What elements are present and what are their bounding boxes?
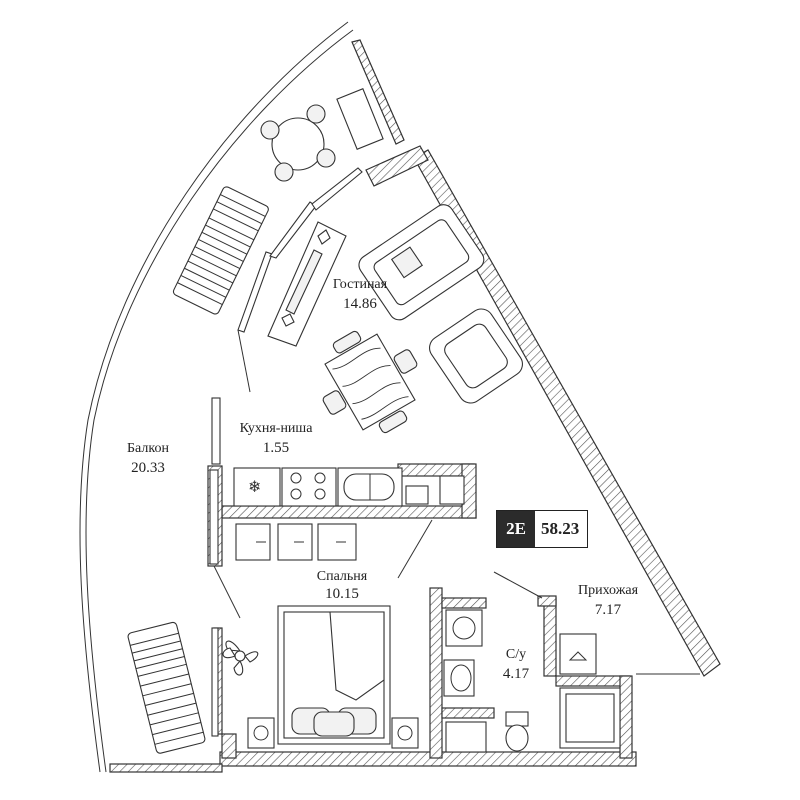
exterior-walls [109, 39, 721, 773]
svg-text:Гостиная: Гостиная [333, 277, 388, 292]
svg-text:Балкон: Балкон [127, 441, 169, 456]
apartment-badge: 2E 58.23 [496, 510, 589, 548]
washbasin [443, 659, 475, 697]
svg-text:20.33: 20.33 [131, 460, 165, 476]
svg-text:Прихожая: Прихожая [578, 583, 639, 598]
plant-icon [222, 640, 259, 676]
wardrobe [559, 633, 597, 675]
snowflake-icon: ❄ [248, 477, 261, 496]
shower-tray [445, 721, 487, 753]
room-label-balcony: Балкон 20.33 [127, 441, 169, 476]
nightstand-right [391, 717, 419, 749]
bed [277, 605, 391, 745]
room-label-hallway: Прихожая 7.17 [578, 583, 639, 618]
balcony-outline [79, 21, 354, 773]
kitchen-counter [233, 467, 465, 561]
dining-table [322, 330, 418, 434]
apartment-code: 2E [497, 511, 535, 547]
sun-lounger-top [172, 186, 269, 315]
shower-cabin [559, 687, 621, 749]
armchair [429, 308, 523, 404]
balcony-bench [336, 88, 384, 150]
total-area: 58.23 [541, 519, 580, 538]
svg-text:Кухня-ниша: Кухня-ниша [240, 421, 314, 436]
sun-lounger-bottom [127, 621, 206, 754]
tv-console [267, 221, 347, 347]
room-label-bathroom: С/у 4.17 [503, 647, 530, 682]
nightstand-left [247, 717, 275, 749]
toilet [505, 711, 529, 752]
room-label-living: Гостиная 14.86 [333, 277, 388, 312]
svg-text:4.17: 4.17 [503, 666, 530, 682]
svg-text:7.17: 7.17 [595, 602, 622, 618]
washing-machine [445, 609, 483, 647]
sofa [358, 204, 485, 321]
room-label-bedroom: Спальня 10.15 [317, 569, 368, 602]
room-label-kitchen: Кухня-ниша 1.55 [240, 421, 314, 456]
svg-text:С/у: С/у [506, 647, 526, 662]
svg-text:14.86: 14.86 [343, 296, 377, 312]
svg-text:10.15: 10.15 [325, 586, 359, 602]
round-table [260, 104, 336, 182]
svg-text:1.55: 1.55 [263, 440, 289, 456]
windows [209, 167, 700, 737]
svg-text:Спальня: Спальня [317, 569, 368, 584]
